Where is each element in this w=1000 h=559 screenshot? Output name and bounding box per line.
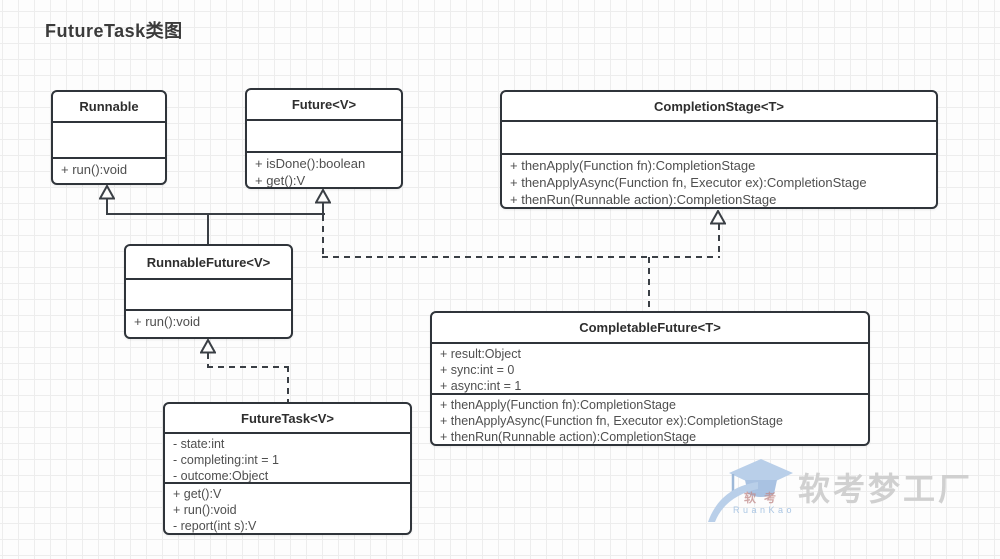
attribute-row: + sync:int = 0 [440, 363, 515, 377]
methods-section: + thenApply(Function fn):CompletionStage… [432, 393, 868, 444]
attributes-section [53, 121, 165, 157]
class-box-futuretask[interactable]: FutureTask<V> - state:int - completing:i… [163, 402, 412, 535]
class-box-future[interactable]: Future<V> + isDone():boolean + get():V [245, 88, 403, 189]
attribute-row: + result:Object [440, 347, 521, 361]
realization-arrowhead-completionstage [710, 210, 726, 225]
generalization-line-future [322, 202, 324, 214]
attribute-row: - state:int [173, 437, 225, 451]
method-row: + isDone():boolean [255, 156, 366, 171]
generalization-line-runnable [106, 198, 108, 215]
class-name: RunnableFuture<V> [146, 254, 271, 270]
class-box-completablefuture[interactable]: CompletableFuture<T> + result:Object + s… [430, 311, 870, 446]
method-row: + thenApply(Function fn):CompletionStage [510, 158, 756, 173]
class-name: FutureTask<V> [241, 410, 334, 426]
attribute-row: + async:int = 1 [440, 379, 522, 393]
method-row: + thenRun(Runnable action):CompletionSta… [440, 430, 697, 444]
realization-line-futuretask-horizontal [207, 366, 289, 368]
attributes-section: - state:int - completing:int = 1 - outco… [165, 432, 410, 482]
realization-line-horizontal [322, 256, 720, 258]
class-name: CompletionStage<T> [653, 98, 785, 114]
method-row: + get():V [173, 487, 222, 501]
method-row: + run():void [134, 314, 201, 329]
generalization-line-horizontal [106, 213, 325, 215]
generalization-arrowhead-runnable [99, 185, 115, 200]
methods-section: + run():void [53, 157, 165, 183]
class-box-runnablefuture[interactable]: RunnableFuture<V> + run():void [124, 244, 293, 339]
attribute-row: - completing:int = 1 [173, 453, 279, 467]
diagram-title: FutureTask类图 [45, 21, 183, 41]
method-row: + run():void [173, 503, 237, 517]
realization-line-to-completionstage [718, 224, 720, 257]
attributes-section [247, 119, 401, 151]
realization-line-below-runnablefuture [207, 353, 209, 368]
watermark-brand-full: 软考梦工厂 [798, 471, 974, 507]
watermark-brand-cn: 软考 [744, 491, 785, 505]
realization-arrowhead-runnablefuture [200, 339, 216, 354]
realization-line-to-future [322, 215, 324, 257]
attributes-section: + result:Object + sync:int = 0 + async:i… [432, 342, 868, 393]
attributes-section [126, 278, 291, 309]
graduation-cap-icon [708, 459, 793, 522]
generalization-arrowhead-future [315, 189, 331, 204]
method-row: - report(int s):V [173, 519, 257, 533]
realization-line-completablefuture-stem [648, 257, 650, 311]
watermark-brand-en: RuanKao [733, 505, 796, 515]
class-name: CompletableFuture<T> [579, 320, 721, 335]
attribute-row: - outcome:Object [173, 469, 269, 482]
realization-line-futuretask-stem [287, 366, 289, 402]
methods-section: + get():V + run():void - report(int s):V [165, 482, 410, 533]
methods-section: + isDone():boolean + get():V [247, 151, 401, 187]
method-row: + get():V [255, 173, 306, 187]
method-row: + thenApplyAsync(Function fn, Executor e… [510, 175, 867, 190]
generalization-line-runnablefuture-stem [207, 213, 209, 244]
method-row: + thenApplyAsync(Function fn, Executor e… [440, 414, 783, 428]
class-box-runnable[interactable]: Runnable + run():void [51, 90, 167, 185]
methods-section: + thenApply(Function fn):CompletionStage… [502, 153, 936, 207]
method-row: + thenApply(Function fn):CompletionStage [440, 398, 676, 412]
method-row: + run():void [61, 162, 128, 177]
methods-section: + run():void [126, 309, 291, 337]
class-name: Runnable [79, 99, 139, 114]
attributes-section [502, 120, 936, 153]
class-box-completionstage[interactable]: CompletionStage<T> + thenApply(Function … [500, 90, 938, 209]
class-name: Future<V> [291, 97, 357, 112]
method-row: + thenRun(Runnable action):CompletionSta… [510, 192, 777, 207]
